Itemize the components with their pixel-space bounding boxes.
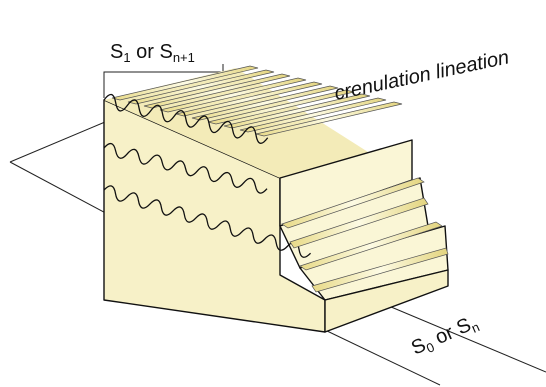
- crenulation-lineation-label: crenulation lineation: [332, 46, 511, 105]
- s1-label: S1 or Sn+1: [110, 41, 195, 65]
- bottom-step-front-face: [324, 269, 449, 333]
- crenulation-ridges-top: [111, 65, 403, 137]
- crenulation-wave-top: [103, 93, 269, 144]
- crenulation-wave-middle: [103, 142, 268, 194]
- top-step-surface: [104, 68, 412, 180]
- crenulation-wave-bottom: [103, 185, 312, 258]
- s1-bracket: [103, 64, 224, 98]
- crenulation-ridges-lower: [281, 177, 449, 293]
